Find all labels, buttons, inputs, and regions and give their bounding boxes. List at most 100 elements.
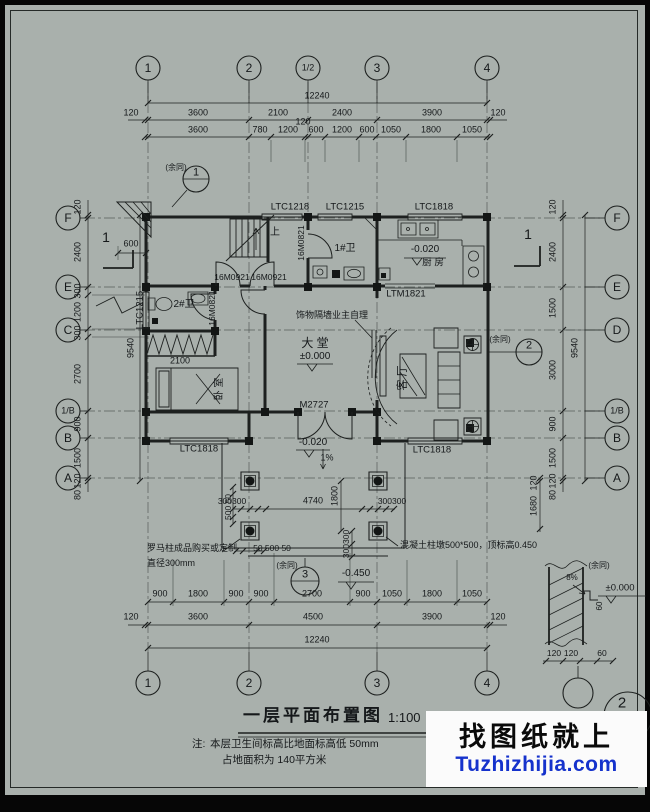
dim: 3600 — [187, 124, 209, 135]
roman-columns — [240, 471, 388, 541]
door-code: 16M0921 — [251, 271, 287, 282]
axis-left-1B: 1/B — [61, 405, 75, 416]
axis-top-1: 1 — [144, 61, 152, 75]
dim: 3900 — [421, 107, 443, 118]
callout-3: 3 — [301, 568, 309, 581]
dim: 120 — [547, 473, 558, 489]
drawing-frame — [10, 10, 638, 788]
door-code: 16M0821 — [295, 225, 306, 261]
dim: 3600 — [187, 611, 209, 622]
dimension-ticks — [84, 99, 617, 665]
dim: 2400 — [331, 107, 353, 118]
axis-right-F: F — [613, 211, 621, 225]
dim: 12240 — [304, 634, 330, 645]
note-label: 注: — [192, 738, 206, 750]
dim: 120 — [563, 647, 579, 658]
dim: 900 — [72, 416, 83, 432]
axis-left-F: F — [64, 211, 72, 225]
walls — [144, 215, 490, 443]
dim: 120 — [490, 107, 506, 118]
section-mark-right: 1 — [524, 226, 532, 242]
dim: 1050 — [380, 124, 402, 135]
dim: 4740 — [302, 495, 324, 506]
dim: 3000 — [547, 359, 558, 381]
room-bath1: 1#卫 — [334, 243, 356, 254]
watermark-cn: 找图纸就上 — [459, 721, 614, 752]
dim: 1800 — [420, 124, 442, 135]
column-piers — [142, 213, 491, 445]
detail-level: ±0.000 — [605, 582, 635, 594]
dim: 3900 — [421, 611, 443, 622]
dim: 120 — [123, 107, 139, 118]
bath1-fixtures — [312, 216, 378, 281]
note-partition: 饰物隔墙业主自理 — [296, 310, 369, 320]
detail-slope: 8% — [566, 573, 578, 582]
window-symbols — [142, 213, 463, 445]
staircase — [225, 214, 275, 262]
dim: 600 — [123, 238, 139, 249]
yutong-4: (余同) — [588, 561, 610, 570]
dim: 120 — [123, 611, 139, 622]
dim: 1500 — [547, 297, 558, 319]
dim: 9540 — [569, 337, 580, 359]
axis-right-1B: 1/B — [610, 405, 624, 416]
dim: 300300 — [377, 495, 407, 506]
door-swings — [190, 233, 353, 440]
dim: 2100 — [169, 355, 191, 366]
dim: 1500 — [547, 447, 558, 469]
bath1-washer — [332, 270, 340, 278]
axis-left-B: B — [63, 431, 73, 445]
section-marks — [95, 246, 541, 314]
note-line-1: 本层卫生间标高比地面标高低 50mm — [210, 738, 379, 750]
living-furniture — [367, 327, 482, 441]
watermark: 找图纸就上 Tuzhizhijia.com — [426, 711, 647, 787]
dim: 900 — [253, 588, 269, 599]
axis-right-A: A — [612, 471, 622, 485]
door-code: M2727 — [299, 399, 329, 411]
axis-bot-1: 1 — [144, 676, 152, 690]
dim: 12240 — [304, 90, 330, 101]
axis-top-12: 1/2 — [301, 62, 315, 73]
dim: 80 — [547, 489, 558, 501]
callout-1: 1 — [192, 166, 200, 179]
level-kitchen: -0.020 — [410, 244, 440, 255]
dim: 80 — [72, 489, 83, 501]
level-porch: -0.020 — [298, 437, 328, 448]
note-pier: 混凝土柱墩500*500，顶标高0.450 — [400, 540, 538, 550]
callout-2: 2 — [525, 339, 533, 352]
stair-up-label: 上 — [270, 227, 280, 238]
window-code: LTC1215 — [134, 290, 146, 330]
wardrobe — [146, 333, 214, 356]
axis-stems — [80, 80, 605, 671]
dim: 600 — [308, 124, 324, 135]
ramp-symbol — [115, 201, 152, 239]
dim: 1800 — [329, 485, 340, 507]
wall-section-detail — [544, 560, 650, 741]
room-kitchen: 厨 房 — [422, 257, 444, 269]
dim: 120 — [547, 199, 558, 215]
drawing-scale: 1:100 — [388, 710, 421, 725]
room-hall: 大 堂 — [301, 336, 329, 350]
dim: 500 50 — [222, 494, 233, 520]
dim: 60 — [595, 601, 604, 611]
axis-bot-4: 4 — [483, 676, 491, 690]
kitchen-fixtures — [377, 219, 485, 287]
dim: 1050 — [461, 124, 483, 135]
dim: 300300 — [217, 495, 247, 506]
window-code: LTC1215 — [325, 201, 365, 213]
dim: 300 — [72, 283, 83, 299]
bath2-fixtures — [147, 291, 209, 311]
door-code: 16M0921 — [214, 271, 250, 282]
axis-right-E: E — [612, 280, 622, 294]
dim: 3600 — [187, 107, 209, 118]
dim: 2400 — [547, 241, 558, 263]
dim: 900 — [152, 588, 168, 599]
window-code: LTC1218 — [270, 201, 310, 213]
yutong-3: (余同) — [276, 561, 298, 570]
dim: 1200 — [72, 301, 83, 323]
bed — [155, 367, 239, 411]
axis-left-C: C — [63, 323, 73, 337]
dim: 120 — [490, 611, 506, 622]
yutong-1: (余同) — [165, 163, 187, 172]
